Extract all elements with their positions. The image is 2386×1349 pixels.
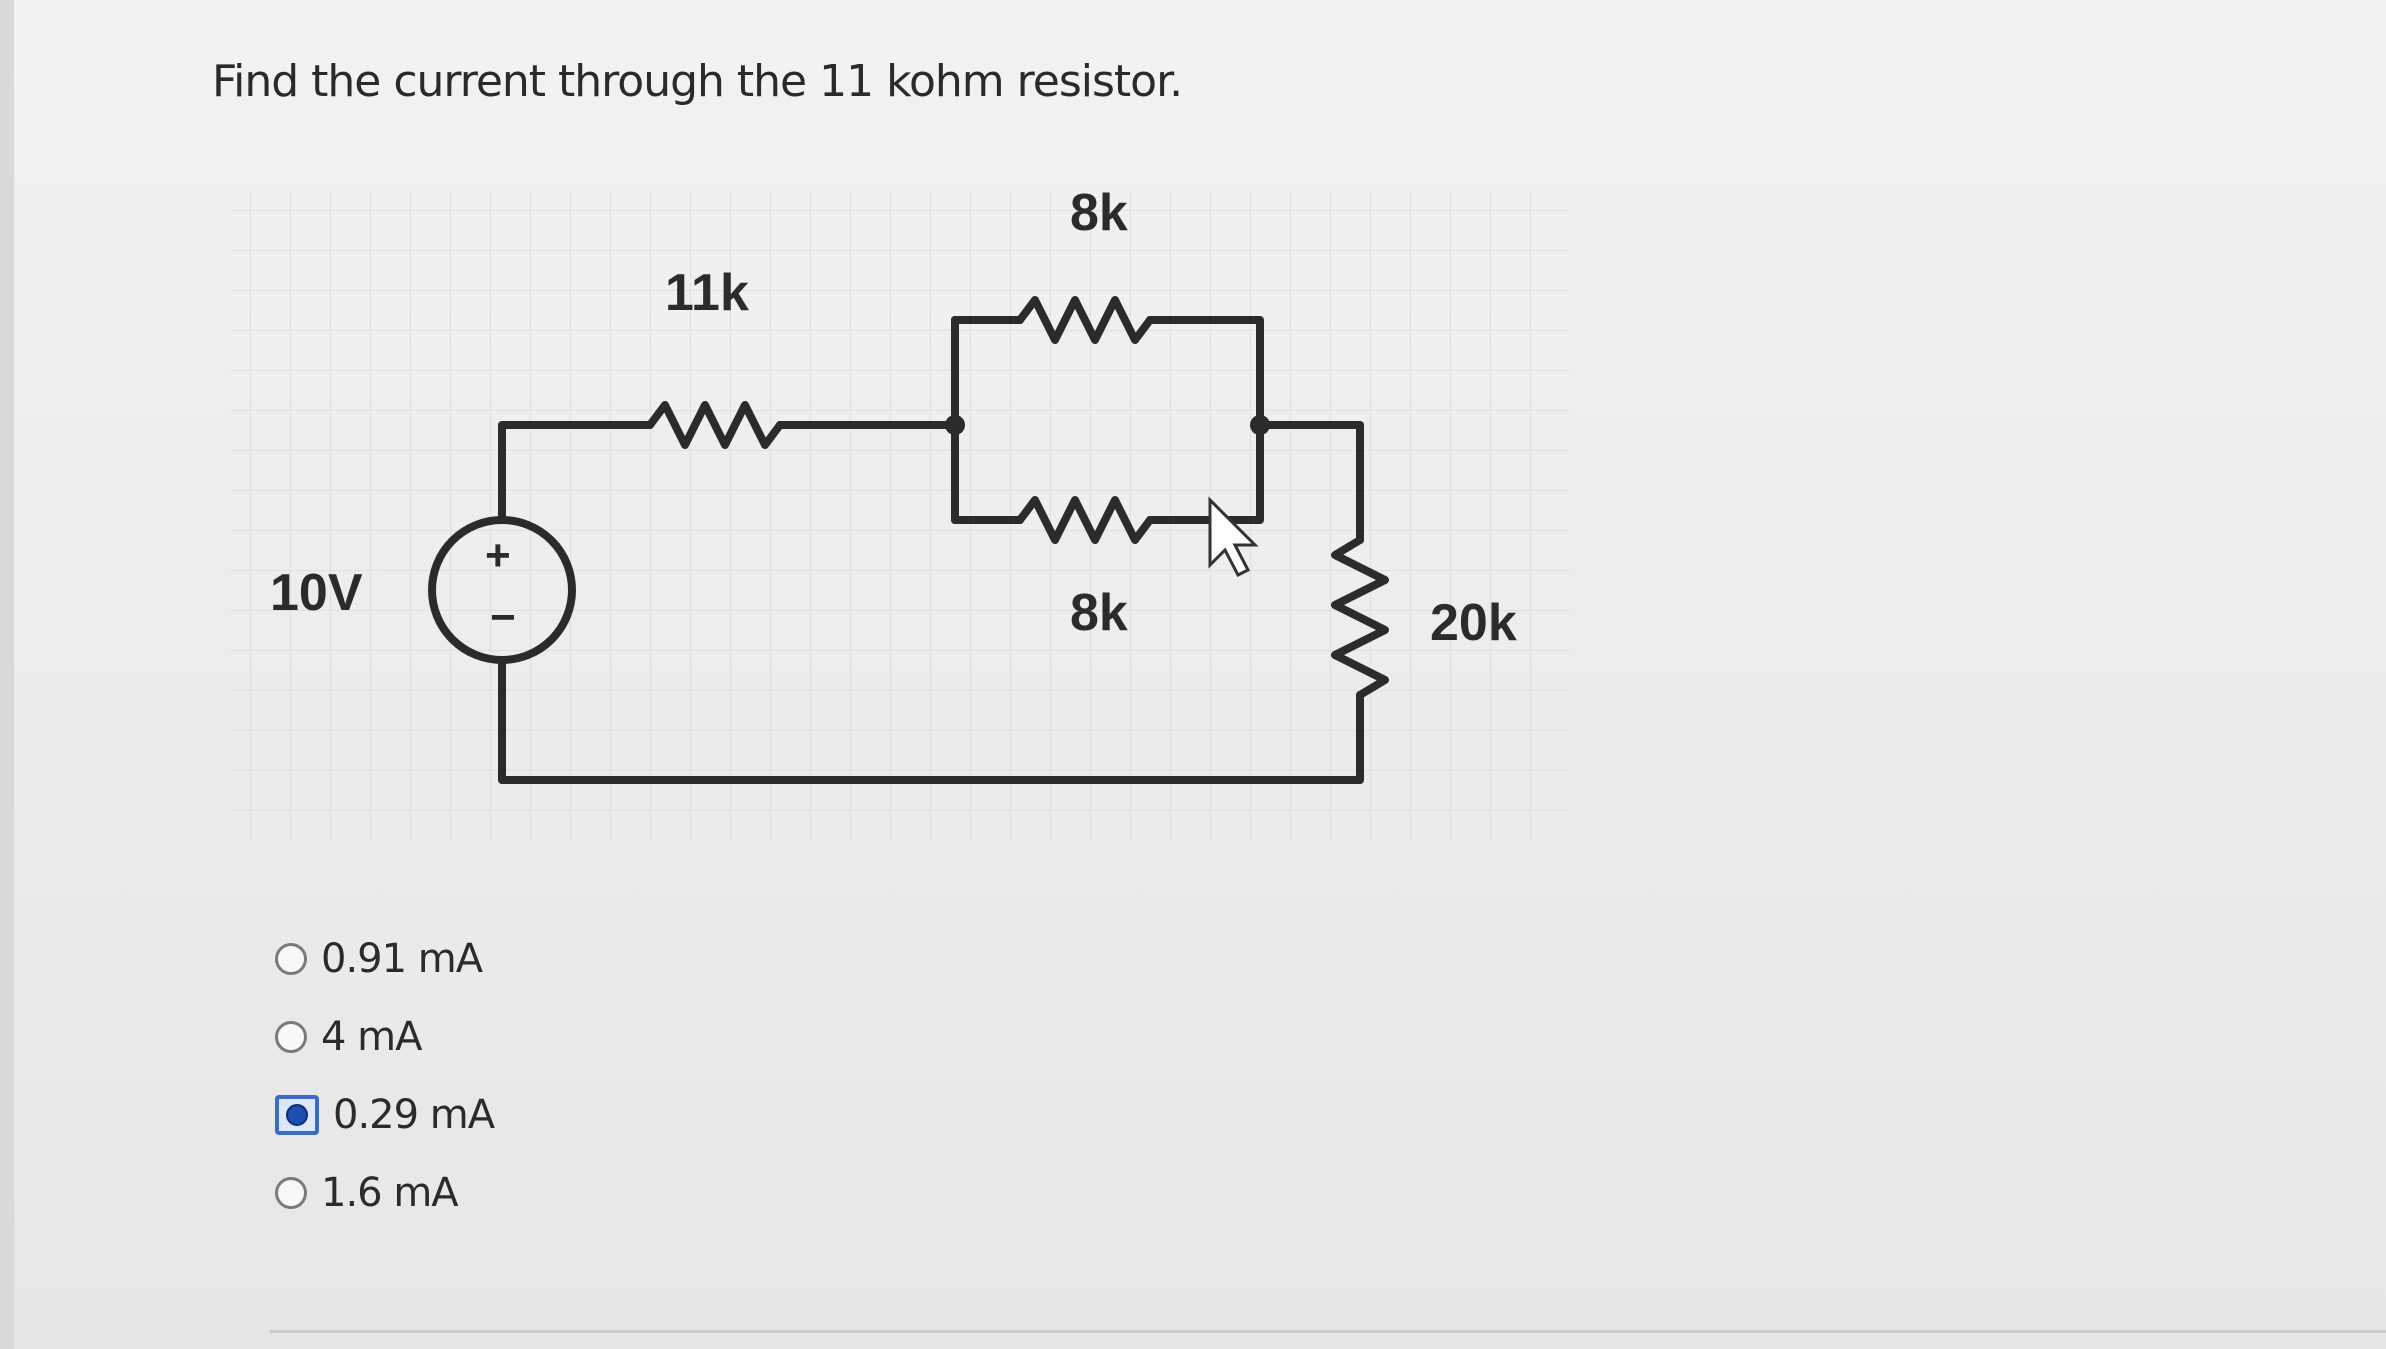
label-source-voltage: 10V: [270, 564, 363, 622]
bottom-divider: [270, 1330, 2386, 1333]
option-1[interactable]: 4 mA: [275, 998, 494, 1076]
resistor-11k: [646, 401, 784, 449]
wire-node-20k: [1256, 421, 1364, 544]
label-r-8k-top: 8k: [1070, 184, 1128, 242]
question-text: Find the current through the 11 kohm res…: [212, 56, 1183, 107]
radio-dot-icon: [286, 1104, 308, 1126]
radio-button[interactable]: [275, 1021, 307, 1053]
resistor-8k-top: [1016, 296, 1154, 344]
option-3[interactable]: 1.6 mA: [275, 1154, 494, 1232]
mouse-cursor-icon: [1208, 496, 1259, 578]
option-0[interactable]: 0.91 mA: [275, 920, 494, 998]
junction-right: [1250, 415, 1270, 435]
answer-options: 0.91 mA 4 mA 0.29 mA 1.6 mA: [275, 920, 495, 1232]
label-r-8k-bottom: 8k: [1070, 584, 1128, 642]
junction-left: [945, 415, 965, 435]
option-label: 0.91 mA: [321, 936, 483, 982]
option-label: 4 mA: [321, 1014, 422, 1060]
label-source-plus: +: [485, 531, 511, 580]
radio-button[interactable]: [275, 943, 307, 975]
option-label: 0.29 mA: [333, 1092, 495, 1138]
wire-20k-bottom: [498, 656, 1364, 784]
label-r-20k: 20k: [1430, 594, 1517, 652]
resistor-8k-bottom: [1016, 496, 1154, 544]
option-label: 1.6 mA: [321, 1170, 459, 1216]
left-border: [0, 0, 14, 1349]
resistor-20k: [1331, 536, 1389, 699]
radio-button-selected[interactable]: [275, 1095, 319, 1135]
wire-bottom-branch-right: [1146, 421, 1264, 524]
wire-source-top: [498, 421, 654, 524]
diagram-grid-background: [230, 190, 1570, 840]
label-r-11k: 11k: [665, 264, 749, 322]
wire-top-branch-right: [1146, 316, 1264, 429]
label-source-minus: −: [490, 593, 516, 642]
option-2[interactable]: 0.29 mA: [275, 1076, 495, 1154]
circuit-diagram: 10V + − 11k 8k 8k 20k: [210, 170, 1590, 850]
voltage-source: [428, 516, 576, 664]
radio-button[interactable]: [275, 1177, 307, 1209]
